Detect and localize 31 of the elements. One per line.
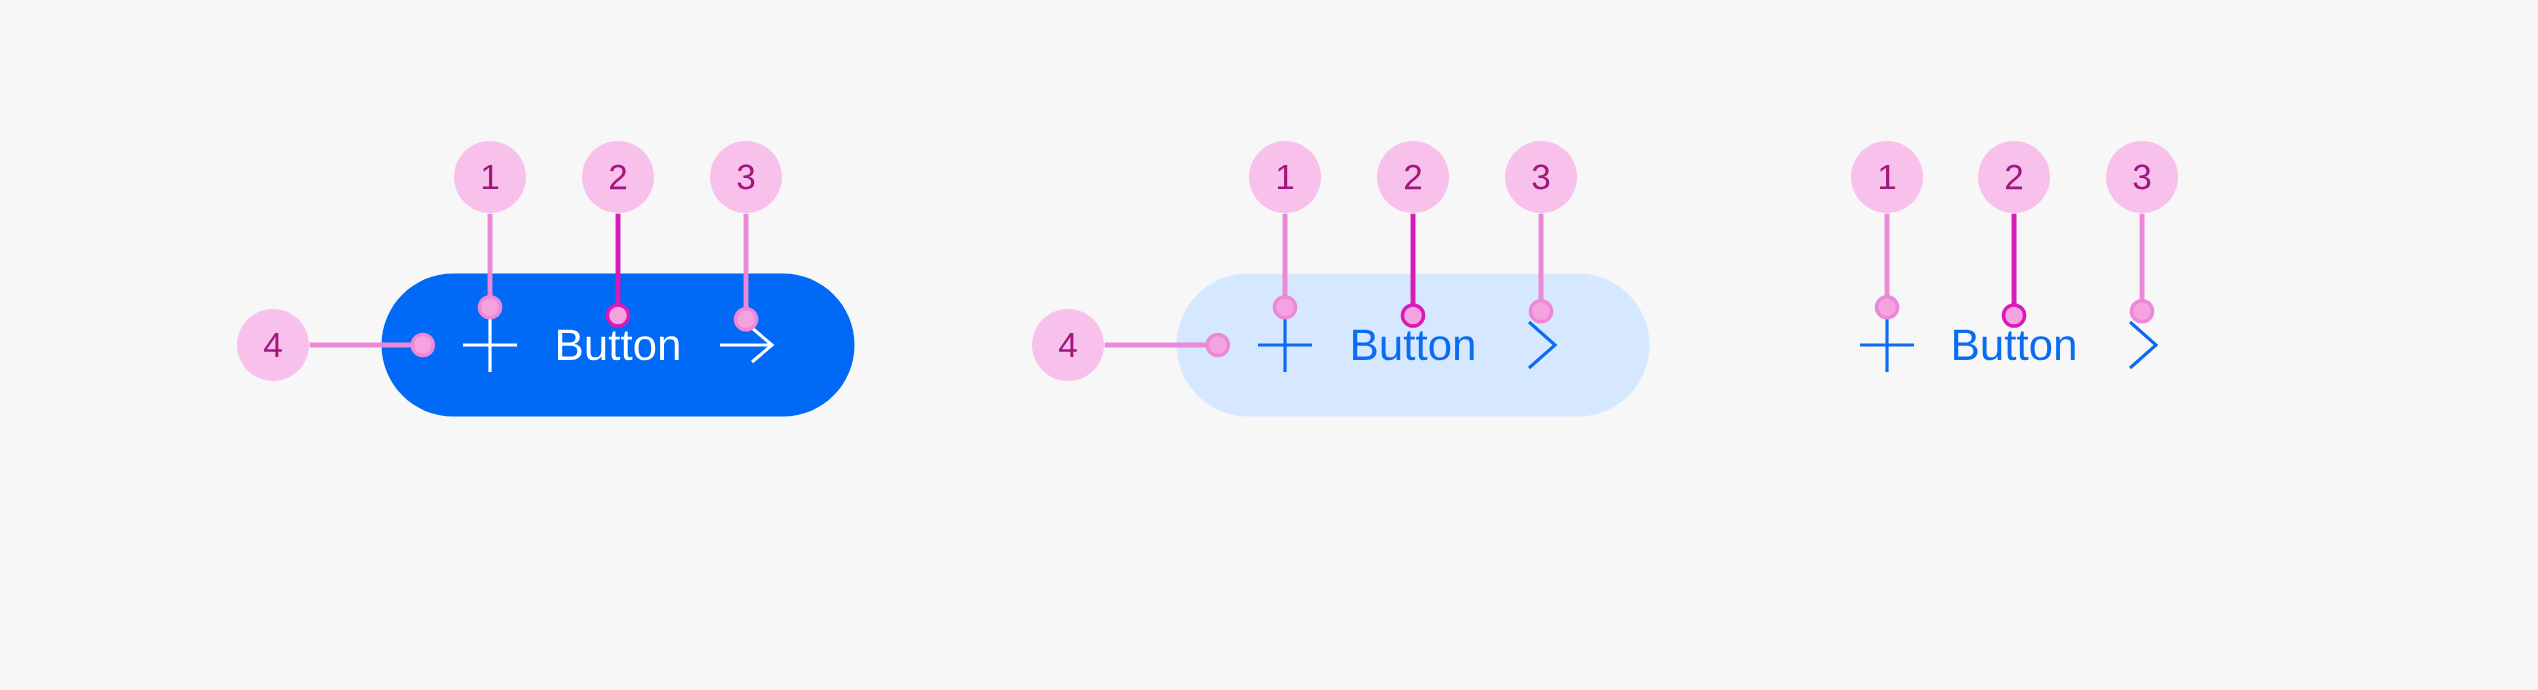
leader-line (2129, 213, 2155, 324)
callout-number: 2 (1978, 141, 2051, 213)
callout-number: 1 (1249, 141, 1321, 213)
leader-line (477, 213, 503, 320)
chevron-icon (1527, 320, 1558, 370)
leader-line (1874, 213, 1900, 320)
callout-number: 3 (710, 141, 782, 213)
button-label: Button (558, 329, 679, 361)
chevron-icon (2129, 320, 2159, 370)
callout-number: 2 (582, 141, 654, 213)
button-label: Button (1954, 329, 2075, 361)
callout-number: 4 (237, 309, 309, 381)
arrow-icon (718, 326, 775, 364)
leader-line (733, 213, 759, 332)
button-label: Button (1353, 329, 1474, 361)
callout-number: 1 (1851, 141, 1924, 213)
leader-line (1400, 213, 1426, 328)
leader-line (605, 213, 631, 328)
leader-line (1104, 332, 1231, 358)
leader-line (309, 332, 436, 358)
callout-number: 4 (1032, 309, 1104, 381)
leader-line (1528, 213, 1554, 324)
leader-line (1272, 213, 1298, 320)
plus-icon (1256, 316, 1314, 374)
callout-number: 2 (1377, 141, 1450, 213)
plus-icon (461, 316, 519, 374)
plus-icon (1858, 316, 1916, 374)
leader-line (2001, 213, 2027, 328)
callout-number: 3 (1505, 141, 1578, 213)
callout-number: 3 (2106, 141, 2179, 213)
callout-number: 1 (454, 141, 526, 213)
